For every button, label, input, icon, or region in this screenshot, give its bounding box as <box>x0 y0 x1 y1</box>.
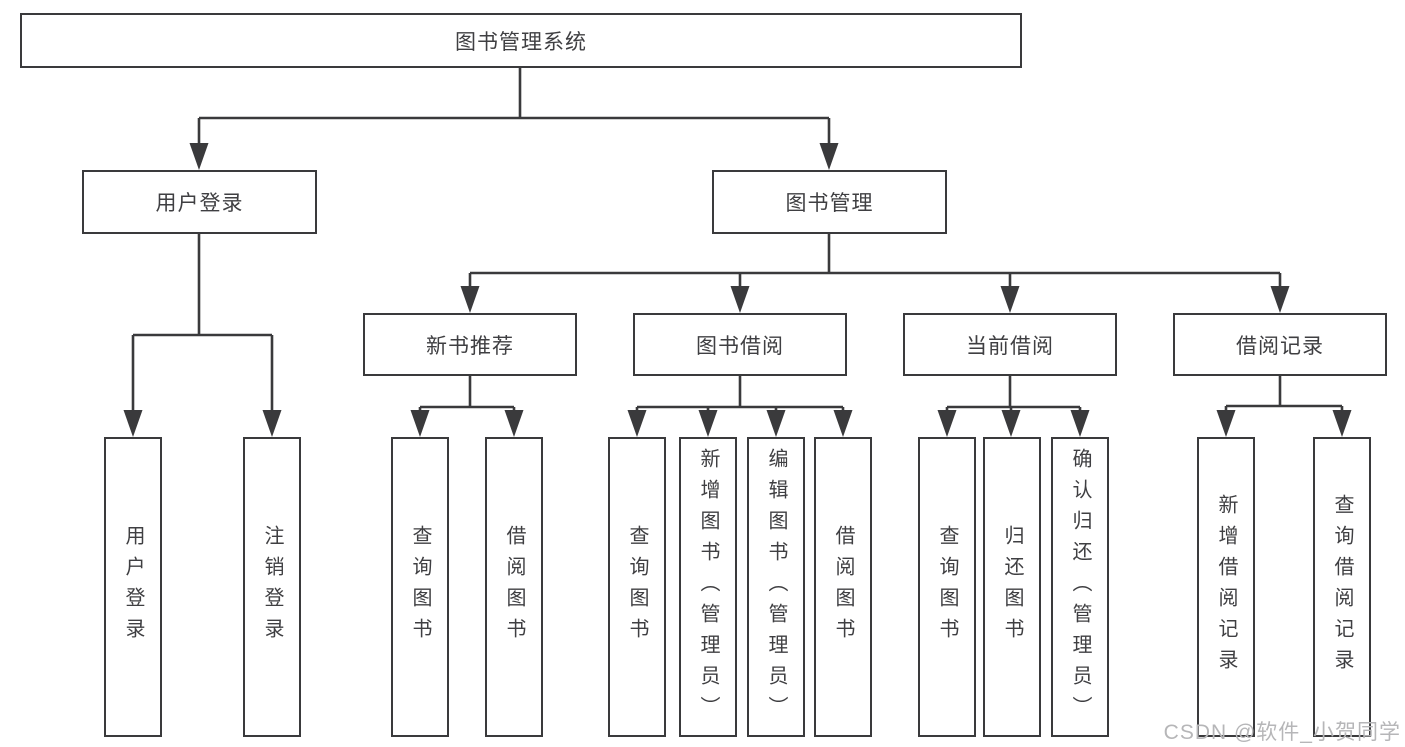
node-new-books: 新书推荐 <box>363 313 577 376</box>
node-book-borrow: 图书借阅 <box>633 313 847 376</box>
leaf-add-borrow-record: 新增借阅记录 <box>1197 437 1255 737</box>
node-current-borrow-label: 当前借阅 <box>966 334 1054 358</box>
node-book-management: 图书管理 <box>712 170 947 234</box>
leaf-label: 查询图书 <box>409 525 431 649</box>
node-borrow-records: 借阅记录 <box>1173 313 1387 376</box>
node-current-borrow: 当前借阅 <box>903 313 1117 376</box>
leaf-label: 编辑图书（管理员） <box>765 447 787 727</box>
node-borrow-records-label: 借阅记录 <box>1236 334 1324 358</box>
leaf-borrow-books-2: 借阅图书 <box>814 437 872 737</box>
leaf-edit-books-admin: 编辑图书（管理员） <box>747 437 805 737</box>
leaf-label: 注销登录 <box>261 525 283 649</box>
leaf-label: 借阅图书 <box>832 525 854 649</box>
leaf-label: 查询图书 <box>626 525 648 649</box>
leaf-query-books-1: 查询图书 <box>391 437 449 737</box>
leaf-logout: 注销登录 <box>243 437 301 737</box>
leaf-confirm-return-admin: 确认归还（管理员） <box>1051 437 1109 737</box>
leaf-borrow-books-1: 借阅图书 <box>485 437 543 737</box>
leaf-label: 查询图书 <box>936 525 958 649</box>
csdn-watermark: CSDN @软件_小贺同学 <box>1163 721 1401 744</box>
leaf-label: 查询借阅记录 <box>1331 494 1353 680</box>
node-root-label: 图书管理系统 <box>455 30 587 54</box>
leaf-query-borrow-record: 查询借阅记录 <box>1313 437 1371 737</box>
leaf-label: 借阅图书 <box>503 525 525 649</box>
leaf-query-books-2: 查询图书 <box>608 437 666 737</box>
node-user-login-label: 用户登录 <box>155 192 244 215</box>
node-book-borrow-label: 图书借阅 <box>696 334 784 358</box>
leaf-label: 归还图书 <box>1001 525 1023 649</box>
leaf-return-books: 归还图书 <box>983 437 1041 737</box>
leaf-query-books-3: 查询图书 <box>918 437 976 737</box>
node-book-management-label: 图书管理 <box>785 192 874 215</box>
leaf-label: 用户登录 <box>122 525 144 649</box>
leaf-label: 新增借阅记录 <box>1215 494 1237 680</box>
leaf-label: 新增图书（管理员） <box>697 447 719 727</box>
leaf-add-books-admin: 新增图书（管理员） <box>679 437 737 737</box>
node-new-books-label: 新书推荐 <box>426 334 514 358</box>
leaf-user-login: 用户登录 <box>104 437 162 737</box>
node-user-login: 用户登录 <box>82 170 317 234</box>
node-root: 图书管理系统 <box>20 13 1022 68</box>
leaf-label: 确认归还（管理员） <box>1069 447 1091 727</box>
